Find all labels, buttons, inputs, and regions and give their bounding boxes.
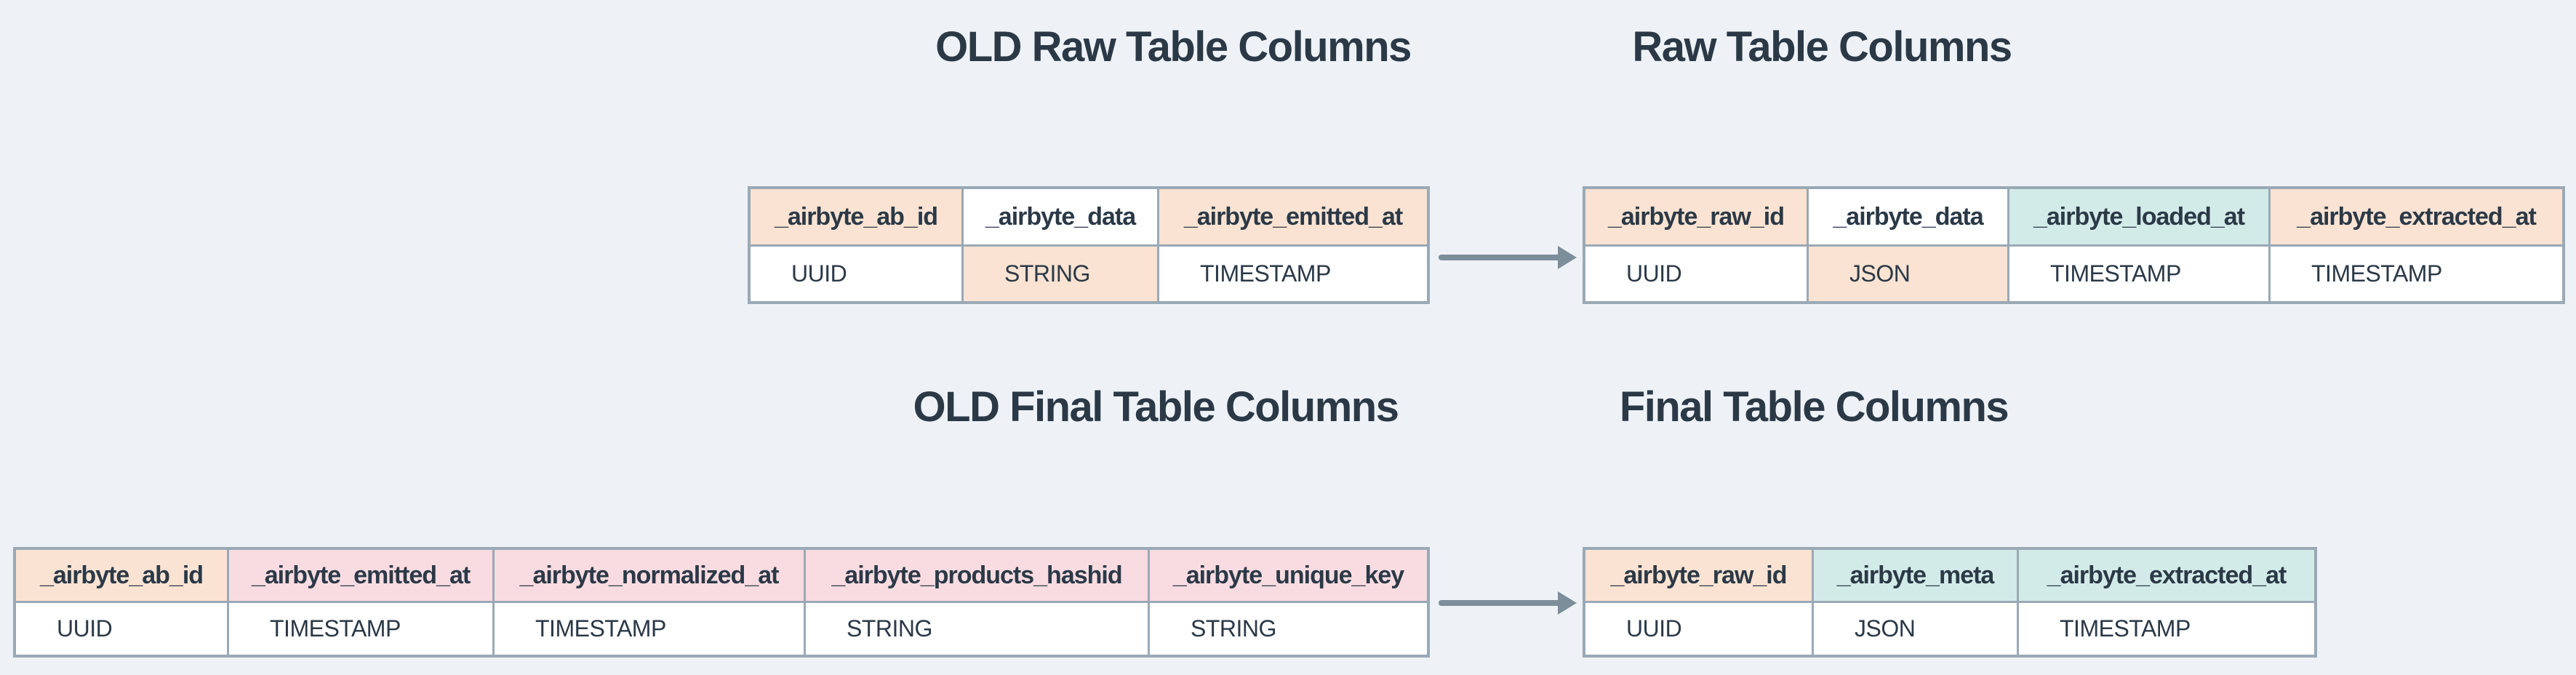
old-final-table-title: OLD Final Table Columns xyxy=(913,383,1399,431)
column-type-cell: UUID xyxy=(1585,603,1812,655)
column-type-cell: TIMESTAMP xyxy=(2271,247,2562,301)
column-header-cell: _airbyte_emitted_at xyxy=(1159,189,1427,244)
column-header-cell: _airbyte_raw_id xyxy=(1585,550,1812,601)
column-type-cell: UUID xyxy=(751,247,961,301)
column-type-cell: STRING xyxy=(1150,603,1427,655)
raw-table: _airbyte_raw_id _airbyte_data _airbyte_l… xyxy=(1583,186,2565,304)
old-final-table: _airbyte_ab_id _airbyte_emitted_at _airb… xyxy=(13,547,1430,658)
column-header-cell: _airbyte_data xyxy=(1809,189,2007,244)
column-header-cell: _airbyte_extracted_at xyxy=(2019,550,2314,601)
column-type-cell: TIMESTAMP xyxy=(2019,603,2314,655)
old-raw-table: _airbyte_ab_id _airbyte_data _airbyte_em… xyxy=(748,186,1430,304)
column-type-cell: STRING xyxy=(964,247,1157,301)
arrow-head xyxy=(1558,246,1577,269)
column-header-cell: _airbyte_extracted_at xyxy=(2271,189,2562,244)
column-header-cell: _airbyte_normalized_at xyxy=(495,550,804,601)
column-header-cell: _airbyte_emitted_at xyxy=(229,550,492,601)
column-header-cell: _airbyte_ab_id xyxy=(751,189,961,244)
column-type-cell: TIMESTAMP xyxy=(229,603,492,655)
final-table: _airbyte_raw_id _airbyte_meta _airbyte_e… xyxy=(1583,547,2317,658)
column-type-cell: TIMESTAMP xyxy=(495,603,804,655)
arrow-shaft xyxy=(1439,600,1561,606)
old-raw-table-title: OLD Raw Table Columns xyxy=(935,23,1412,71)
column-type-cell: TIMESTAMP xyxy=(2009,247,2268,301)
column-type-cell: STRING xyxy=(806,603,1148,655)
column-type-cell: UUID xyxy=(16,603,227,655)
column-header-cell: _airbyte_meta xyxy=(1814,550,2017,601)
raw-table-title: Raw Table Columns xyxy=(1632,23,2012,71)
column-header-cell: _airbyte_data xyxy=(964,189,1157,244)
column-header-cell: _airbyte_unique_key xyxy=(1150,550,1427,601)
column-header-cell: _airbyte_ab_id xyxy=(16,550,227,601)
column-header-cell: _airbyte_loaded_at xyxy=(2009,189,2268,244)
column-type-cell: TIMESTAMP xyxy=(1159,247,1427,301)
final-table-title: Final Table Columns xyxy=(1619,383,2009,431)
arrow-head xyxy=(1558,591,1577,615)
column-header-cell: _airbyte_products_hashid xyxy=(806,550,1148,601)
migration-arrow-icon xyxy=(1439,246,1577,269)
column-type-cell: JSON xyxy=(1809,247,2007,301)
column-type-cell: UUID xyxy=(1585,247,1807,301)
column-header-cell: _airbyte_raw_id xyxy=(1585,189,1807,244)
column-type-cell: JSON xyxy=(1814,603,2017,655)
arrow-shaft xyxy=(1439,255,1561,260)
migration-arrow-icon xyxy=(1439,591,1577,615)
